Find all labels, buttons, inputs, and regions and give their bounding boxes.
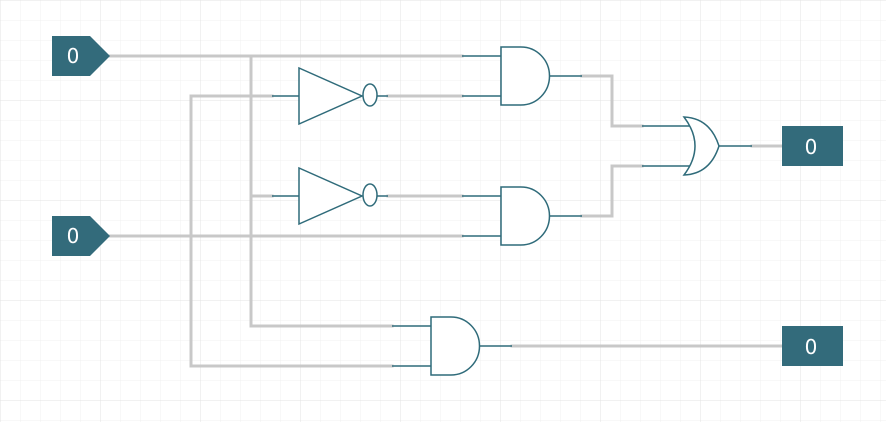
output-xor-value: 0 [805,135,818,159]
input-b-value: 0 [67,224,80,248]
wire-a-bus[interactable] [249,54,394,328]
wire-b-bus[interactable] [189,94,394,368]
and-gate-top[interactable] [462,46,582,106]
and-gate-middle[interactable] [462,186,582,246]
output-and[interactable]: 0 [782,326,843,366]
wires [108,54,784,368]
input-b[interactable]: 0 [52,216,110,256]
input-a[interactable]: 0 [52,36,110,76]
output-xor[interactable]: 0 [782,126,843,166]
not-gate-top[interactable] [272,66,388,126]
wire-and-mid-to-or[interactable] [580,164,644,218]
wire-and-top-to-or[interactable] [580,74,644,128]
input-a-value: 0 [67,44,80,68]
output-and-value: 0 [805,335,818,359]
not-gate-middle[interactable] [272,166,388,226]
or-gate[interactable] [642,116,752,176]
and-gate-bottom[interactable] [392,316,512,376]
